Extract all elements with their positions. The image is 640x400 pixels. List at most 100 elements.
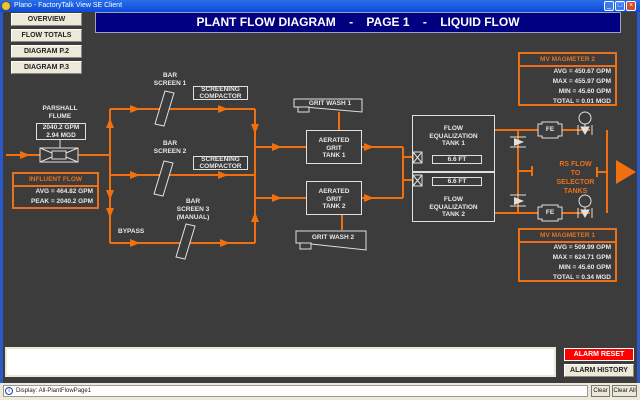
compactor1-line2: COMPACTOR: [199, 92, 242, 100]
grit-washes: [293, 98, 367, 251]
grit-wash1-label: GRIT WASH 1: [308, 100, 352, 107]
arrow-bypass-b: [220, 239, 230, 247]
magmeter2-total: TOTAL = 0.01 MGD: [553, 98, 611, 105]
alarm-banner[interactable]: [5, 347, 556, 377]
screening-compactor1: SCREENING COMPACTOR: [193, 86, 248, 100]
aerated-grit-tank2: AERATED GRIT TANK 2: [306, 181, 362, 215]
magmeter1-total: TOTAL = 0.34 MGD: [553, 274, 611, 281]
influent-avg: AVG = 464.82 GPM: [35, 188, 93, 195]
arrow-up-left: [106, 118, 114, 128]
bar-screen3-icon: [175, 223, 196, 260]
fe2-label: FE: [545, 209, 555, 216]
eq-inlet-valves: [412, 151, 423, 187]
eq-tank2-line1: FLOW: [443, 196, 464, 203]
flow-totals-button[interactable]: FLOW TOTALS: [11, 29, 82, 42]
grit-tank1-line1: AERATED: [318, 137, 350, 144]
grit-wash2-icon: [295, 230, 367, 251]
arrow-grit1-out: [364, 143, 374, 151]
bar-screen3-line3: (MANUAL): [176, 214, 210, 221]
grit-tank1-line3: TANK 1: [322, 152, 346, 159]
rs-flow-line3: SELECTOR: [556, 179, 595, 186]
magmeter1-avg: AVG = 509.99 GPM: [553, 244, 611, 251]
arrow-grit2-out: [364, 194, 374, 202]
grit-wash1-hopper: [297, 106, 310, 113]
status-message-field: i Display: All-PlantFlowPage1: [3, 385, 588, 397]
arrow-grit2-in: [272, 194, 282, 202]
valve1-body-icon: [580, 126, 590, 136]
arrow-down-left2: [106, 208, 114, 218]
bar-screen2-line2: SCREEN 2: [153, 148, 187, 155]
fe1-icon: [537, 121, 563, 139]
eq-tank2-line3: TANK 2: [442, 211, 465, 218]
valve1-actuator-icon: [578, 111, 592, 125]
bar-screen2-label: BAR SCREEN 2: [150, 140, 190, 156]
fe1-label: FE: [545, 126, 555, 133]
rs-flow-line2: TO: [570, 170, 581, 177]
compactor1-line1: SCREENING: [201, 86, 240, 93]
diagram-p2-button[interactable]: DIAGRAM P.2: [11, 45, 82, 58]
parshall-mgd: 2.94 MGD: [46, 132, 76, 139]
parshall-flume-icon: [39, 140, 79, 163]
magmeter1-min: MIN = 45.60 GPM: [558, 264, 611, 271]
aerated-grit-tank1: AERATED GRIT TANK 1: [306, 130, 362, 164]
arrow-screen2-b: [218, 171, 228, 179]
alarm-history-button[interactable]: ALARM HISTORY: [564, 364, 634, 377]
alarm-reset-button[interactable]: ALARM RESET: [564, 348, 634, 361]
parshall-flow-display: 2040.2 GPM 2.94 MGD: [36, 123, 86, 140]
flow-eq-tank2: FLOW EQUALIZATION TANK 2: [412, 172, 495, 222]
magmeter2-min: MIN = 45.60 GPM: [558, 88, 611, 95]
flow-elements: [537, 121, 563, 222]
parshall-label-line1: PARSHALL: [42, 105, 78, 112]
eq-tank1-line1: FLOW: [443, 125, 464, 132]
grit-tank2-line3: TANK 2: [322, 203, 346, 210]
eq-tank1-line2: EQUALIZATION: [429, 132, 478, 140]
magmeter1-panel: MV MAGMETER 1 AVG = 509.99 GPM MAX = 624…: [518, 228, 617, 282]
screening-compactor2: SCREENING COMPACTOR: [193, 156, 248, 170]
valve2-actuator-icon: [578, 194, 592, 208]
maximize-button[interactable]: □: [615, 1, 625, 11]
check-valves: [510, 136, 526, 207]
flow-eq-tank1: FLOW EQUALIZATION TANK 1: [412, 115, 495, 172]
eq-tank2-line2: EQUALIZATION: [429, 203, 478, 211]
influent-peak: PEAK = 2040.2 GPM: [31, 198, 93, 205]
clear-button[interactable]: Clear: [591, 385, 610, 397]
check-valve2-icon: [514, 197, 524, 205]
arrow-influent: [20, 151, 30, 159]
valve2-body-icon: [580, 209, 590, 219]
rs-flow-line4: TANKS: [563, 188, 588, 195]
grit-wash2-label: GRIT WASH 2: [311, 234, 355, 241]
eq-tank1-line3: TANK 1: [442, 140, 465, 147]
bar-screen1-icon: [154, 90, 175, 127]
clear-all-button[interactable]: Clear All: [612, 385, 637, 397]
compactor2-line2: COMPACTOR: [199, 162, 242, 170]
eq-tank1-level: 6.6 FT: [432, 155, 482, 164]
window-title: Plano - FactoryTalk View SE Client: [14, 2, 123, 9]
arrow-down-right: [251, 124, 259, 134]
overview-button[interactable]: OVERVIEW: [11, 13, 82, 26]
grit-wash1-icon: [293, 98, 363, 113]
window-frame: [0, 12, 640, 400]
minimize-button[interactable]: _: [604, 1, 614, 11]
parshall-gpm: 2040.2 GPM: [42, 124, 80, 131]
influent-flow-panel: INFLUENT FLOW AVG = 464.82 GPM PEAK = 20…: [12, 172, 99, 209]
bar-screen1-line1: BAR: [162, 72, 178, 79]
influent-flow-header: INFLUENT FLOW: [14, 174, 97, 187]
app-icon: [1, 1, 11, 11]
fe2-icon: [537, 204, 563, 222]
status-bar: i Display: All-PlantFlowPage1 Clear Clea…: [0, 383, 640, 400]
flow-arrows: [20, 105, 636, 247]
diagram-p3-button[interactable]: DIAGRAM P.3: [11, 61, 82, 74]
bar-screen1-line2: SCREEN 1: [153, 80, 187, 87]
close-button[interactable]: ×: [626, 1, 636, 11]
arrow-bypass-a: [130, 239, 140, 247]
bar-screen1-label: BAR SCREEN 1: [150, 72, 190, 88]
info-icon: i: [5, 387, 13, 395]
grit-wash2-hopper: [299, 242, 312, 250]
parshall-label-line2: FLUME: [48, 113, 72, 120]
magmeter2-panel: MV MAGMETER 2 AVG = 450.67 GPM MAX = 455…: [518, 52, 617, 106]
check-valve1-icon: [514, 138, 524, 146]
arrow-down-left: [106, 190, 114, 200]
control-valves: [577, 111, 593, 219]
bar-screen2-line1: BAR: [162, 140, 178, 147]
